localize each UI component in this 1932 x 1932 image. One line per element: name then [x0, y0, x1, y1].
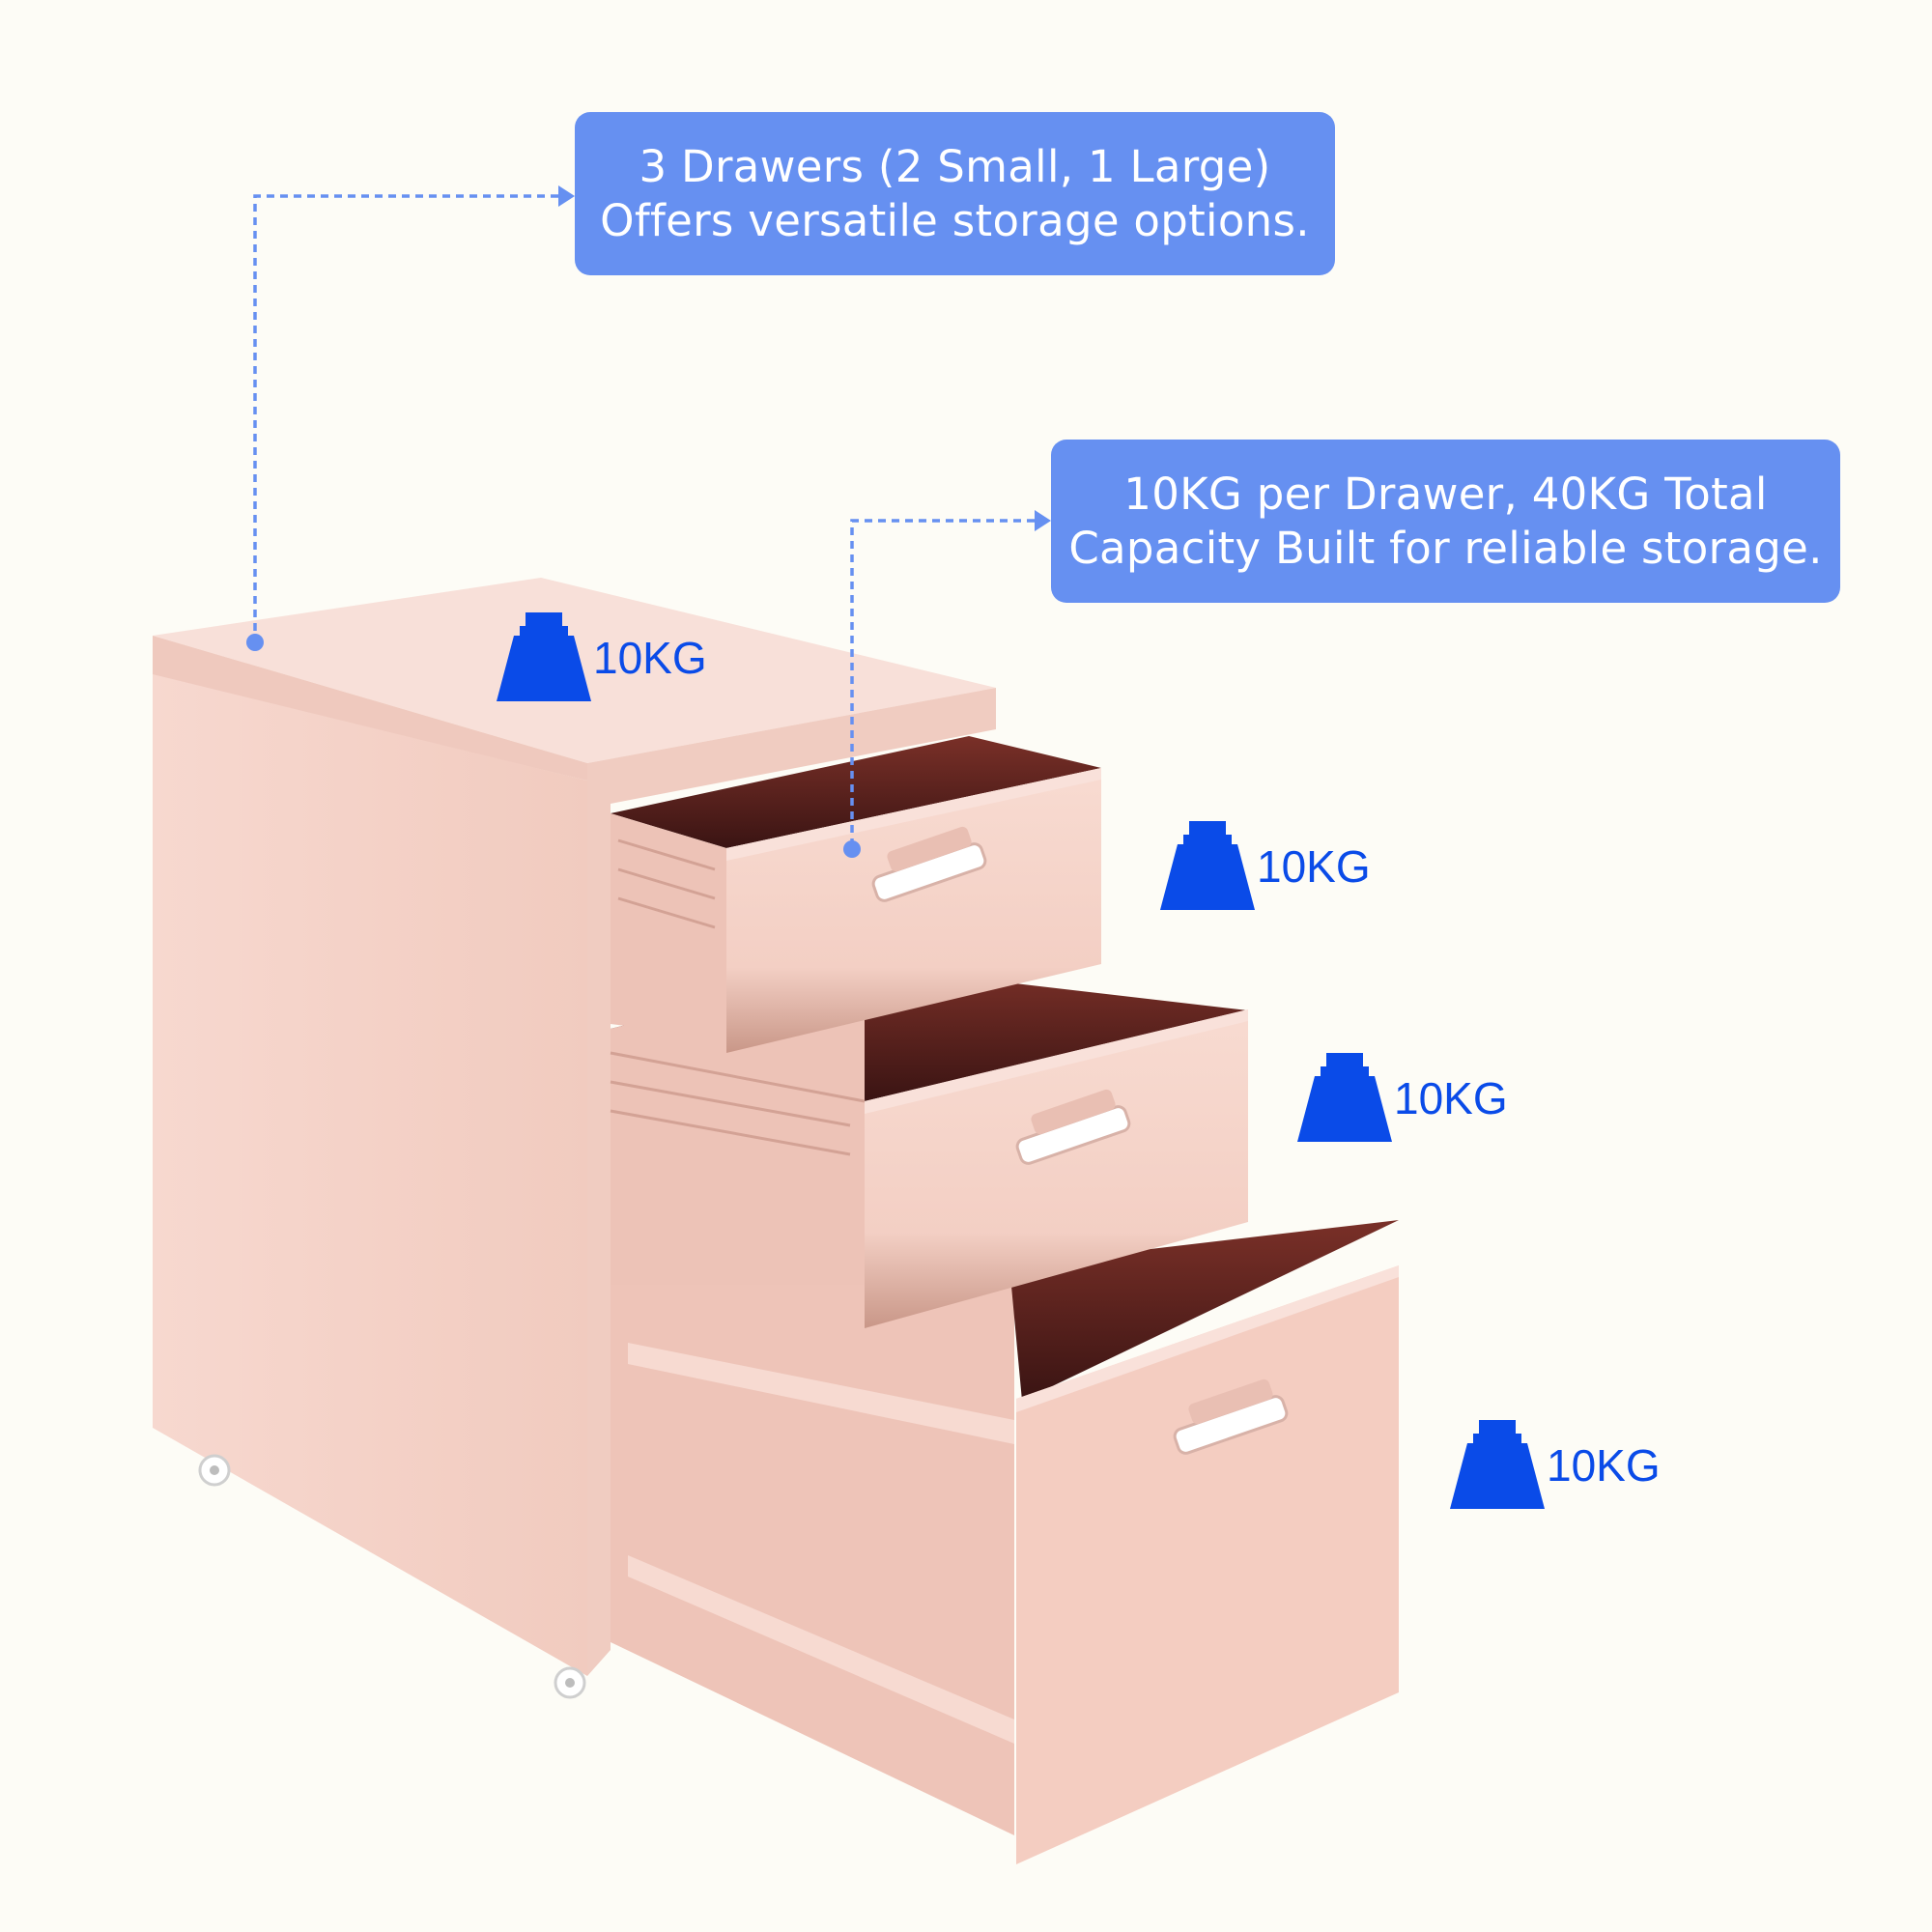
drawer-handle-icon: [1015, 1089, 1131, 1165]
cabinet-front-frame: [587, 688, 996, 1676]
callout-capacity-line1: 10KG per Drawer, 40KG Total: [1123, 468, 1768, 520]
weight-label-drawer-2: 10KG: [1394, 1073, 1508, 1123]
weight-label-drawer-3: 10KG: [1547, 1440, 1661, 1491]
callout-capacity-line2: Capacity Built for reliable storage.: [1068, 522, 1823, 574]
callout-drawers-line1: 3 Drawers (2 Small, 1 Large): [639, 140, 1271, 192]
weight-icon: [1450, 1420, 1545, 1509]
weight-label-top: 10KG: [593, 633, 707, 683]
callout-drawers: 3 Drawers (2 Small, 1 Large) Offers vers…: [575, 112, 1335, 275]
drawer-large-front: [1016, 1265, 1399, 1864]
drawer-handle-icon: [1173, 1378, 1289, 1455]
leader-dot-drawers: [246, 634, 264, 651]
callout-drawers-line2: Offers versatile storage options.: [600, 194, 1310, 246]
cabinet-side: [153, 674, 587, 1676]
caster-wheel-icon: [198, 1454, 231, 1487]
weight-icon: [497, 612, 591, 701]
weight-icon: [1160, 821, 1255, 910]
drawer-top: [611, 736, 1101, 1053]
drawer-handle-icon: [871, 826, 987, 902]
callout-capacity: 10KG per Drawer, 40KG Total Capacity Bui…: [1051, 440, 1840, 603]
caster-wheel-icon: [554, 1666, 586, 1699]
weight-icon: [1297, 1053, 1392, 1142]
leader-dot-capacity: [843, 840, 861, 858]
weight-label-drawer-1: 10KG: [1257, 841, 1371, 892]
leader-line-drawers: [253, 194, 558, 642]
drawer-middle: [610, 966, 1248, 1328]
leader-line-capacity: [850, 519, 1035, 849]
